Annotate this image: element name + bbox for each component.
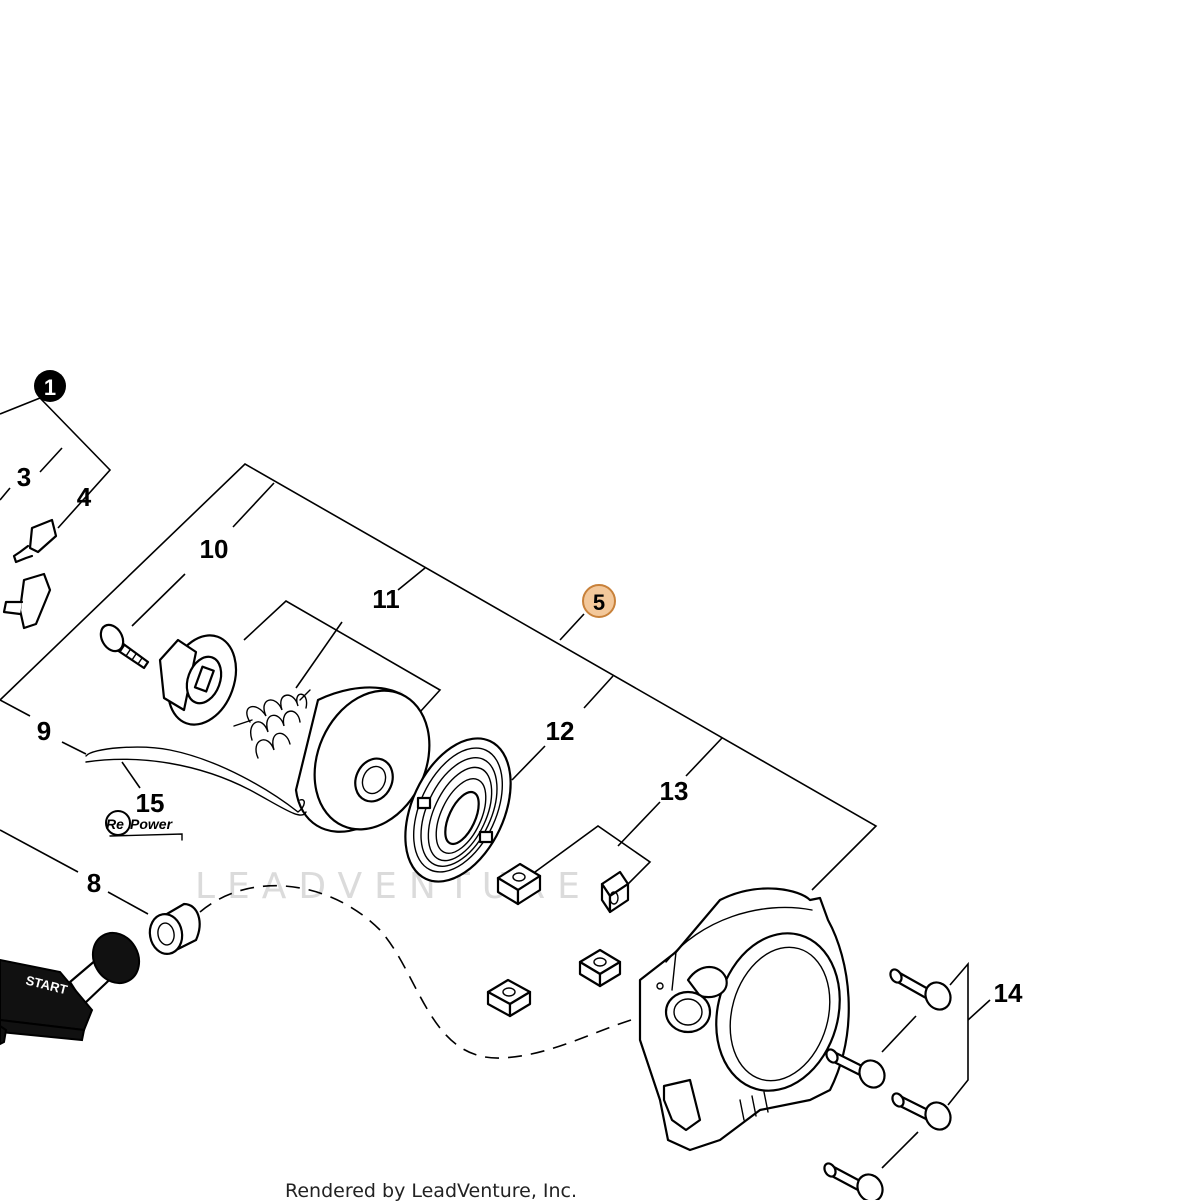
square-nut-parts [486, 862, 630, 1018]
leader-lines [0, 397, 991, 1169]
starter-housing-part [638, 887, 850, 1152]
starter-handle-part: START [0, 931, 141, 1046]
callout-1-label: 1 [44, 375, 56, 400]
callout-8-label[interactable]: 8 [87, 868, 101, 898]
callout-15-label[interactable]: 15 [136, 788, 165, 818]
callout-3-label[interactable]: 3 [17, 462, 31, 492]
callout-12-label[interactable]: 12 [546, 716, 575, 746]
repower-badge: Re Power [105, 810, 183, 841]
repower-badge-re: Re [106, 816, 124, 832]
bolt-1 [889, 968, 952, 1011]
callout-5-label: 5 [593, 590, 605, 615]
square-nut-1 [496, 862, 542, 906]
housing-bolt-parts [823, 968, 952, 1200]
bolt-3 [891, 1092, 952, 1131]
pawl-parts [2, 518, 58, 630]
callout-13-label[interactable]: 13 [660, 776, 689, 806]
callout-4-label[interactable]: 4 [77, 482, 92, 512]
small-spring-part [233, 689, 311, 759]
repower-badge-power: Power [130, 816, 174, 832]
square-nut-3 [578, 948, 622, 988]
footer-credit: Rendered by LeadVenture, Inc. [285, 1180, 578, 1202]
square-nut-2 [600, 870, 630, 914]
recoil-spring-part [404, 737, 512, 883]
callout-14-label[interactable]: 14 [994, 978, 1023, 1008]
callout-9-label[interactable]: 9 [37, 716, 51, 746]
bolt-4 [823, 1162, 884, 1200]
screw-part [99, 623, 150, 670]
square-nut-4 [486, 978, 532, 1018]
callout-5-highlight [582, 584, 616, 618]
callout-1[interactable]: 1 [34, 370, 66, 402]
bushing-part [148, 902, 201, 955]
callout-5[interactable]: 5 [582, 584, 616, 618]
callout-11-label[interactable]: 11 [372, 584, 400, 614]
starter-rope-part [85, 746, 307, 816]
ratchet-hub-part [158, 634, 238, 726]
bolt-2 [825, 1048, 886, 1089]
callout-10-label[interactable]: 10 [200, 534, 229, 564]
